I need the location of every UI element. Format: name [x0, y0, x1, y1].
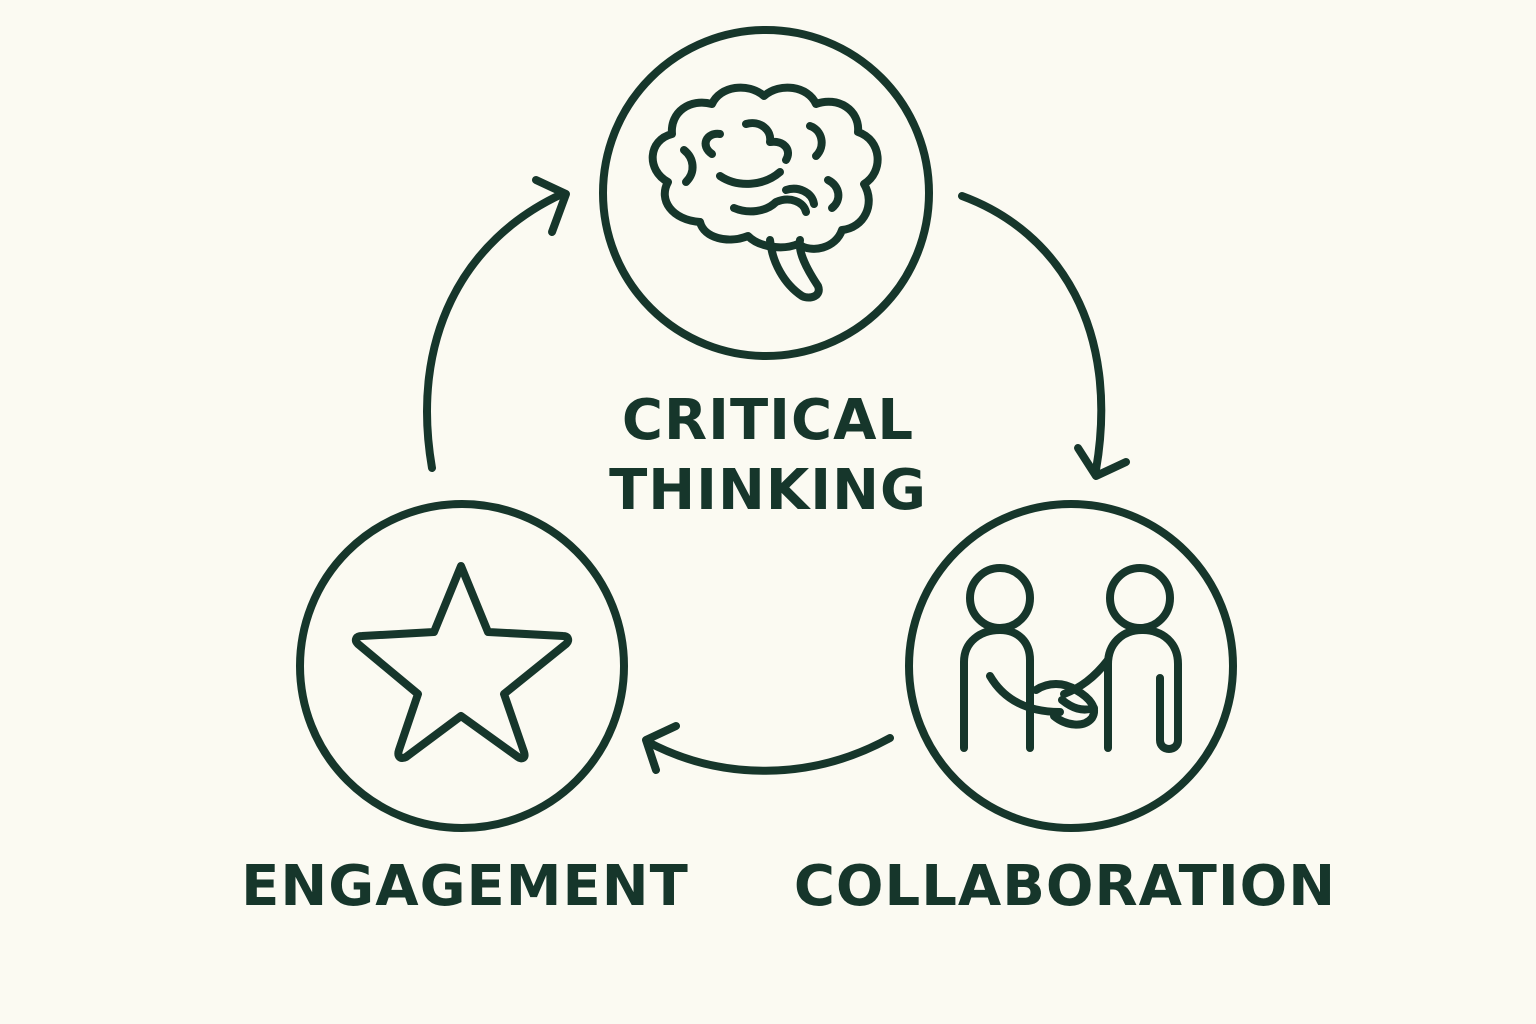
collaboration-circle — [905, 500, 1237, 832]
star-icon — [351, 562, 573, 763]
engagement-label-text: ENGAGEMENT — [241, 854, 689, 919]
critical-thinking-label-line-2: THINKING — [609, 458, 927, 523]
arrow-critical-to-collaboration — [958, 192, 1130, 480]
handshake-icon — [960, 564, 1182, 753]
collaboration-label: COLLABORATION — [780, 852, 1350, 922]
engagement-label: ENGAGEMENT — [240, 852, 690, 922]
brain-icon — [648, 83, 882, 302]
engagement-circle — [296, 500, 628, 832]
arrow-engagement-to-critical — [423, 176, 570, 472]
arrow-collaboration-to-engagement — [642, 722, 894, 775]
critical-thinking-circle — [599, 26, 933, 360]
critical-thinking-label-line-1: CRITICAL — [621, 388, 915, 453]
critical-thinking-label: CRITICAL THINKING — [568, 386, 968, 526]
collaboration-label-text: COLLABORATION — [793, 854, 1337, 919]
